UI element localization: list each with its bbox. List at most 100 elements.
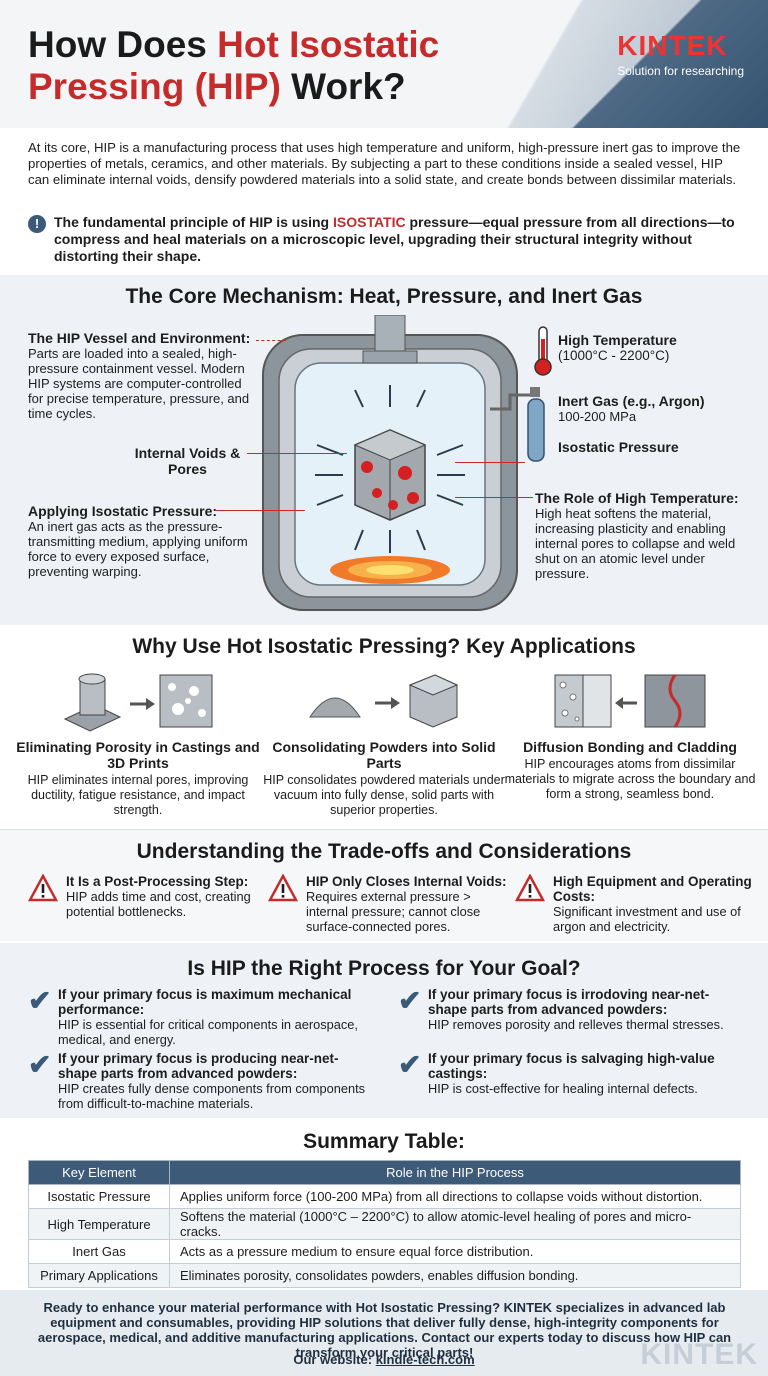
role-temperature-label: The Role of High Temperature: High heat … xyxy=(535,490,750,581)
column-header: Key Element xyxy=(28,1160,170,1185)
tradeoff-text: Requires external pressure > internal pr… xyxy=(306,889,481,934)
temperature-range: (1000°C - 2200°C) xyxy=(558,348,670,363)
table-cell: Primary Applications xyxy=(28,1263,170,1288)
footer-cta: Ready to enhance your material performan… xyxy=(0,1290,768,1376)
powder-illustration xyxy=(309,674,459,728)
goal-text: HIP is cost-effective for healing intern… xyxy=(428,1081,698,1096)
application-item: Diffusion Bonding and Cladding HIP encou… xyxy=(502,739,758,802)
pressure-text: An inert gas acts as the pressure-transm… xyxy=(28,519,248,579)
check-icon: ✔ xyxy=(28,1049,52,1080)
section-title: Understanding the Trade-offs and Conside… xyxy=(136,840,632,863)
website-link[interactable]: kindle-tech.com xyxy=(375,1352,475,1367)
logo-watermark: KINTEK xyxy=(640,1338,758,1371)
vessel-text: Parts are loaded into a sealed, high-pre… xyxy=(28,346,250,421)
leader-line xyxy=(215,510,305,511)
website-label: Our website: xyxy=(293,1352,376,1367)
vessel-title: The HIP Vessel and Environment: xyxy=(28,330,251,346)
argon-cylinder-icon xyxy=(490,387,545,462)
role-title: The Role of High Temperature: xyxy=(535,490,739,506)
table-cell: High Temperature xyxy=(28,1208,170,1240)
column-header: Role in the HIP Process xyxy=(169,1160,741,1185)
leader-line xyxy=(256,340,286,341)
title-part: Work? xyxy=(280,66,406,107)
table-cell: Isostatic Pressure xyxy=(28,1184,170,1209)
kintek-logo: KINTEK Solution for researching xyxy=(617,30,744,78)
core-mechanism-section: The Core Mechanism: Heat, Pressure, and … xyxy=(0,275,768,625)
diffusion-bonding-illustration xyxy=(554,674,706,728)
application-item: Consolidating Powders into Solid Parts H… xyxy=(256,739,512,818)
goal-text: HIP removes porosity and relleves therma… xyxy=(428,1017,724,1032)
page-title: How Does Hot Isostatic Pressing (HIP) Wo… xyxy=(28,24,528,108)
vessel-label: The HIP Vessel and Environment: Parts ar… xyxy=(28,330,258,421)
summary-table: Key Element Role in the HIP Process Isos… xyxy=(28,1160,741,1288)
website-line: Our website: kindle-tech.com xyxy=(0,1352,768,1367)
goal-title: If your primary focus is producing near-… xyxy=(58,1051,339,1081)
applications-section: Why Use Hot Isostatic Pressing? Key Appl… xyxy=(0,627,768,827)
footer-text: Ready to enhance your material performan… xyxy=(37,1300,732,1360)
table-header-row: Key Element Role in the HIP Process xyxy=(28,1160,741,1185)
goal-title: If your primary focus is irrodoving near… xyxy=(428,987,710,1017)
summary-section: Summary Table: Key Element Role in the H… xyxy=(0,1120,768,1290)
principle-highlight: ISOSTATIC xyxy=(333,214,406,230)
check-icon: ✔ xyxy=(28,985,52,1016)
info-icon: ! xyxy=(28,215,46,233)
tradeoff-title: HIP Only Closes Internal Voids: xyxy=(306,874,507,889)
thermometer-icon xyxy=(534,326,552,376)
table-cell: Inert Gas xyxy=(28,1239,170,1264)
table-cell: Eliminates porosity, consolidates powder… xyxy=(169,1263,741,1288)
application-text: HIP consolidates powdered materials unde… xyxy=(263,773,505,817)
tradeoff-text: Significant investment and use of argon … xyxy=(553,904,741,934)
temperature-title: High Temperature xyxy=(558,332,677,348)
section-title: Is HIP the Right Process for Your Goal? xyxy=(187,957,581,980)
role-text: High heat softens the material, increasi… xyxy=(535,506,736,581)
principle-text: pressure—equal pressure from all directi… xyxy=(54,214,735,264)
logo-tagline: Solution for researching xyxy=(617,64,744,78)
leader-line xyxy=(455,497,533,498)
section-title: The Core Mechanism: Heat, Pressure, and … xyxy=(125,285,643,308)
goal-title: If your primary focus is maximum mechani… xyxy=(58,987,352,1017)
section-title: Summary Table: xyxy=(303,1130,465,1153)
check-icon: ✔ xyxy=(398,1049,422,1080)
leader-line xyxy=(455,462,525,463)
table-cell: Applies uniform force (100-200 MPa) from… xyxy=(169,1184,741,1209)
tradeoff-text: HIP adds time and cost, creating potenti… xyxy=(66,889,251,919)
tradeoff-title: High Equipment and Operating Costs: xyxy=(553,874,752,904)
goal-text: HIP is essential for critical components… xyxy=(58,1017,358,1047)
table-cell: Softens the material (1000°C – 2200°C) t… xyxy=(169,1208,741,1240)
inert-gas-title: Inert Gas (e.g., Argon) xyxy=(558,393,705,409)
application-item: Eliminating Porosity in Castings and 3D … xyxy=(10,739,266,818)
porosity-illustration xyxy=(63,673,213,732)
application-title: Diffusion Bonding and Cladding xyxy=(523,739,737,755)
tradeoff-title: It Is a Post-Processing Step: xyxy=(66,874,249,889)
temperature-label: High Temperature (1000°C - 2200°C) xyxy=(558,332,677,363)
table-cell: Acts as a pressure medium to ensure equa… xyxy=(169,1239,741,1264)
warning-icon xyxy=(28,874,58,902)
title-part: How Does xyxy=(28,24,218,65)
pressure-title: Applying Isostatic Pressure: xyxy=(28,503,218,519)
inert-gas-label: Inert Gas (e.g., Argon) 100-200 MPa xyxy=(558,393,705,424)
title-highlight: Hot Isostatic Pressing (HIP) xyxy=(28,24,440,107)
pressure-label: Applying Isostatic Pressure: An inert ga… xyxy=(28,503,248,579)
warning-icon xyxy=(515,874,545,902)
application-title: Eliminating Porosity in Castings and 3D … xyxy=(16,739,260,771)
tradeoffs-section: Understanding the Trade-offs and Conside… xyxy=(0,829,768,941)
check-icon: ✔ xyxy=(398,985,422,1016)
inert-gas-range: 100-200 MPa xyxy=(558,409,637,424)
intro-paragraph: At its core, HIP is a manufacturing proc… xyxy=(28,140,741,187)
principle-text: The fundamental principle of HIP is usin… xyxy=(54,214,333,230)
leader-line xyxy=(247,453,347,454)
application-title: Consolidating Powders into Solid Parts xyxy=(272,739,496,771)
goal-text: HIP creates fully dense components from … xyxy=(58,1081,366,1111)
application-text: HIP encourages atoms from dissimilar mat… xyxy=(504,757,756,801)
header-decoration-dark xyxy=(568,0,768,128)
warning-icon xyxy=(268,874,298,902)
principle-callout: ! The fundamental principle of HIP is us… xyxy=(28,214,743,265)
goal-section: Is HIP the Right Process for Your Goal? … xyxy=(0,943,768,1118)
header-banner xyxy=(0,0,768,128)
logo-name: KINTEK xyxy=(617,30,728,61)
goal-title: If your primary focus is salvaging high-… xyxy=(428,1051,715,1081)
